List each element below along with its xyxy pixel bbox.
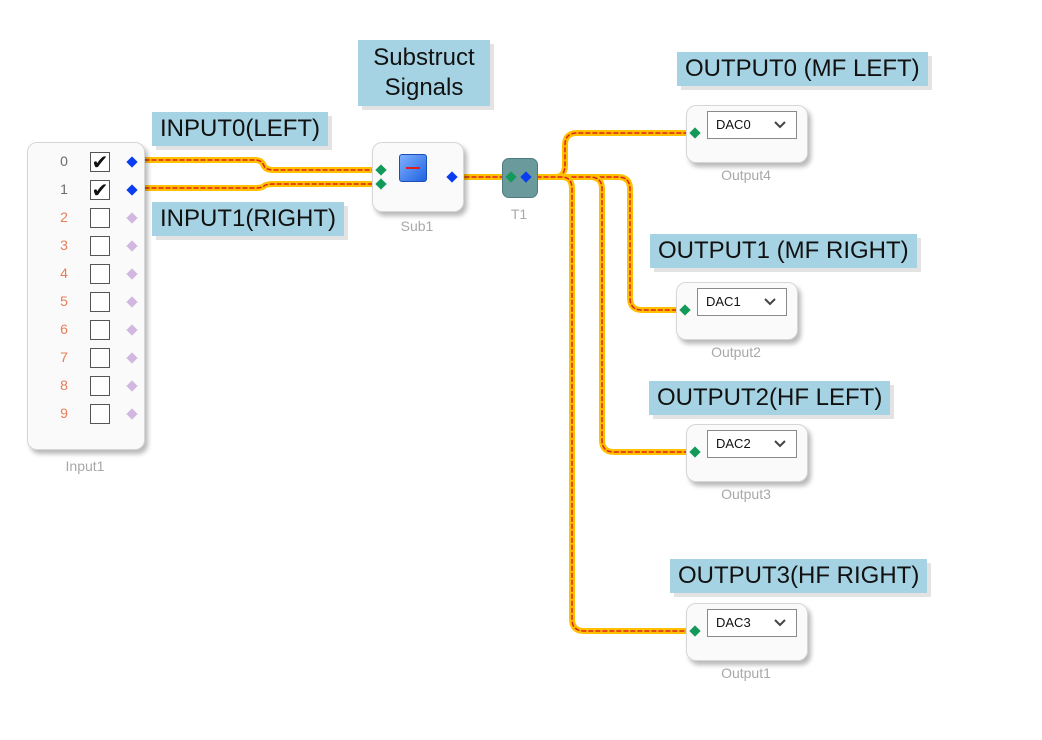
dac-dropdown-value: DAC1 [706, 294, 741, 309]
wire-tee-to-output2[interactable] [527, 174, 683, 313]
dac-dropdown[interactable]: DAC2 [707, 430, 797, 458]
input-row-checkbox[interactable] [90, 376, 110, 396]
input-row-number: 1 [60, 181, 68, 197]
dac-dropdown[interactable]: DAC3 [707, 609, 797, 637]
input-row-number: 3 [60, 237, 68, 253]
input-row-checkbox[interactable] [90, 264, 110, 284]
input0-label: INPUT0(LEFT) [152, 112, 329, 146]
input-row-number: 4 [60, 265, 68, 281]
chevron-down-icon[interactable] [772, 435, 788, 451]
input-block[interactable] [27, 142, 145, 450]
wire-tee-to-output1[interactable] [527, 174, 693, 634]
subtract-icon [399, 154, 427, 182]
output2-label: OUTPUT2(HF LEFT) [649, 381, 891, 415]
dac-dropdown[interactable]: DAC0 [707, 111, 797, 139]
output-block-caption: Output2 [711, 344, 761, 360]
output0-label: OUTPUT0 (MF LEFT) [677, 52, 928, 86]
tee-caption: T1 [510, 206, 528, 222]
wire-tee-to-output4[interactable] [527, 130, 693, 180]
input-row-checkbox[interactable] [90, 236, 110, 256]
input-row-checkbox[interactable] [90, 404, 110, 424]
input-row-checkbox[interactable]: ✔ [90, 180, 110, 202]
dac-dropdown[interactable]: DAC1 [697, 288, 787, 316]
input-row-checkbox[interactable]: ✔ [90, 152, 110, 174]
input-row-number: 9 [60, 405, 68, 421]
input-row-checkbox[interactable] [90, 292, 110, 312]
wire-input1-to-sub[interactable] [135, 181, 381, 191]
input-row-number: 5 [60, 293, 68, 309]
chevron-down-icon[interactable] [772, 116, 788, 132]
chevron-down-icon[interactable] [762, 293, 778, 309]
output1-label: OUTPUT1 (MF RIGHT) [650, 234, 917, 268]
output3-label: OUTPUT3(HF RIGHT) [670, 559, 928, 593]
input-row-number: 6 [60, 321, 68, 337]
wire-input0-to-sub[interactable] [135, 157, 381, 173]
output-block-caption: Output4 [721, 167, 771, 183]
dac-dropdown-value: DAC0 [716, 117, 751, 132]
input-block-caption: Input1 [65, 458, 105, 474]
dac-dropdown-value: DAC3 [716, 615, 751, 630]
input1-label: INPUT1(RIGHT) [152, 202, 344, 236]
input-row-checkbox[interactable] [90, 348, 110, 368]
input-row-number: 2 [60, 209, 68, 225]
output-block-caption: Output1 [721, 665, 771, 681]
input-row-number: 7 [60, 349, 68, 365]
output-block-caption: Output3 [721, 486, 771, 502]
substruct-signals-label: Substruct Signals [358, 40, 490, 106]
input-row-number: 8 [60, 377, 68, 393]
input-row-number: 0 [60, 153, 68, 169]
subtract-block-caption: Sub1 [400, 218, 434, 234]
input-row-checkbox[interactable] [90, 320, 110, 340]
wire-tee-to-output3[interactable] [527, 174, 693, 455]
dac-dropdown-value: DAC2 [716, 436, 751, 451]
input-row-checkbox[interactable] [90, 208, 110, 228]
chevron-down-icon[interactable] [772, 614, 788, 630]
